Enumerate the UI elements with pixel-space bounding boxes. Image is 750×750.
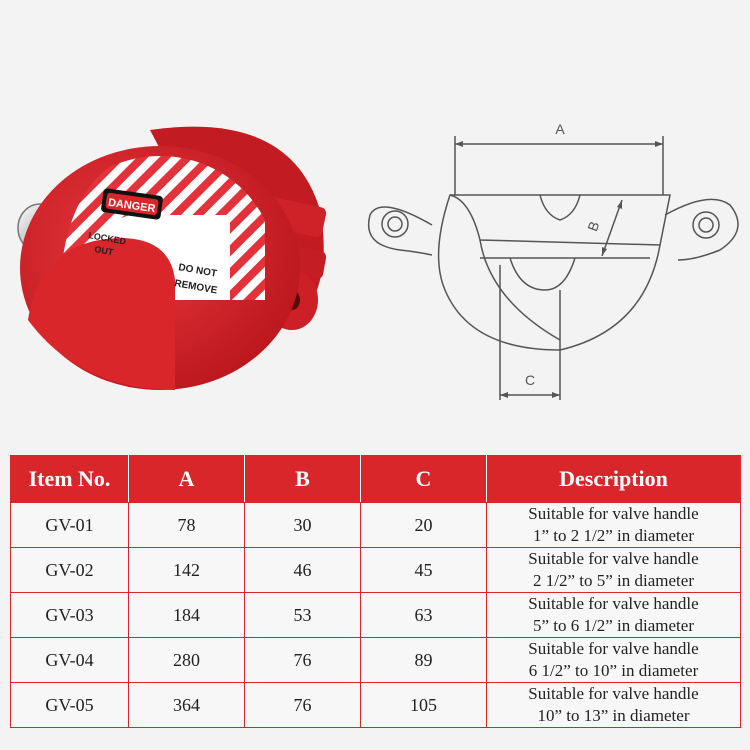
desc-line-1: Suitable for valve handle [528,594,699,613]
desc-line-1: Suitable for valve handle [528,684,699,703]
desc-line-1: Suitable for valve handle [528,504,699,523]
cell-item: GV-04 [10,637,129,683]
cell-item: GV-01 [10,502,129,548]
cell-a: 142 [128,547,245,593]
desc-line-1: Suitable for valve handle [528,639,699,658]
dim-b-label: B [584,219,602,233]
cell-c: 45 [360,547,487,593]
cell-c: 20 [360,502,487,548]
desc-line-2: 1” to 2 1/2” in diameter [533,526,694,545]
desc-line-2: 10” to 13” in diameter [537,706,690,725]
table-row: GV-04 280 76 89 Suitable for valve handl… [10,637,741,683]
cell-c: 89 [360,637,487,683]
left-ear-hole [381,210,409,238]
cell-item: GV-03 [10,592,129,638]
inner-cap [28,238,175,390]
cell-c: 63 [360,592,487,638]
dim-b-line [601,199,623,257]
desc-line-2: 2 1/2” to 5” in diameter [533,571,694,590]
right-ear-hole [692,211,720,239]
left-ear [367,206,433,256]
cell-b: 53 [244,592,361,638]
table-row: GV-02 142 46 45 Suitable for valve handl… [10,547,741,593]
cell-a: 184 [128,592,245,638]
desc-line-1: Suitable for valve handle [528,549,699,568]
dim-a-label: A [555,121,565,137]
cell-description: Suitable for valve handle 1” to 2 1/2” in… [486,502,741,548]
table-row: GV-01 78 30 20 Suitable for valve handle… [10,502,741,548]
dim-c-label: C [525,372,535,388]
cell-item: GV-05 [10,682,129,728]
cell-b: 76 [244,637,361,683]
spec-table: Item No. A B C Description GV-01 78 30 2… [10,455,741,728]
cell-a: 280 [128,637,245,683]
cell-b: 30 [244,502,361,548]
cell-b: 46 [244,547,361,593]
cell-c: 105 [360,682,487,728]
cell-description: Suitable for valve handle 2 1/2” to 5” in… [486,547,741,593]
cell-item: GV-02 [10,547,129,593]
header-item-no: Item No. [10,455,129,503]
table-header-row: Item No. A B C Description [10,455,741,503]
right-ear [664,198,739,261]
header-c: C [360,455,487,503]
cell-b: 76 [244,682,361,728]
out-text: OUT [94,244,115,257]
top-notch [539,194,581,221]
header-a: A [128,455,245,503]
cell-a: 364 [128,682,245,728]
desc-line-2: 5” to 6 1/2” in diameter [533,616,694,635]
table-row: GV-05 364 76 105 Suitable for valve hand… [10,682,741,728]
header-description: Description [486,455,741,503]
cell-description: Suitable for valve handle 10” to 13” in d… [486,682,741,728]
cell-description: Suitable for valve handle 5” to 6 1/2” in… [486,592,741,638]
cell-a: 78 [128,502,245,548]
bottom-notch [509,257,576,291]
inner-rim [449,194,661,246]
table-row: GV-03 184 53 63 Suitable for valve handl… [10,592,741,638]
desc-line-2: 6 1/2” to 10” in diameter [528,661,699,680]
dimension-drawing: A B C [367,121,739,400]
gate-valve-lockout-photo: DANGER LOCKED OUT DO NOT REMOVE [17,126,327,390]
body-outline [437,194,671,351]
cell-description: Suitable for valve handle 6 1/2” to 10” i… [486,637,741,683]
header-b: B [244,455,361,503]
